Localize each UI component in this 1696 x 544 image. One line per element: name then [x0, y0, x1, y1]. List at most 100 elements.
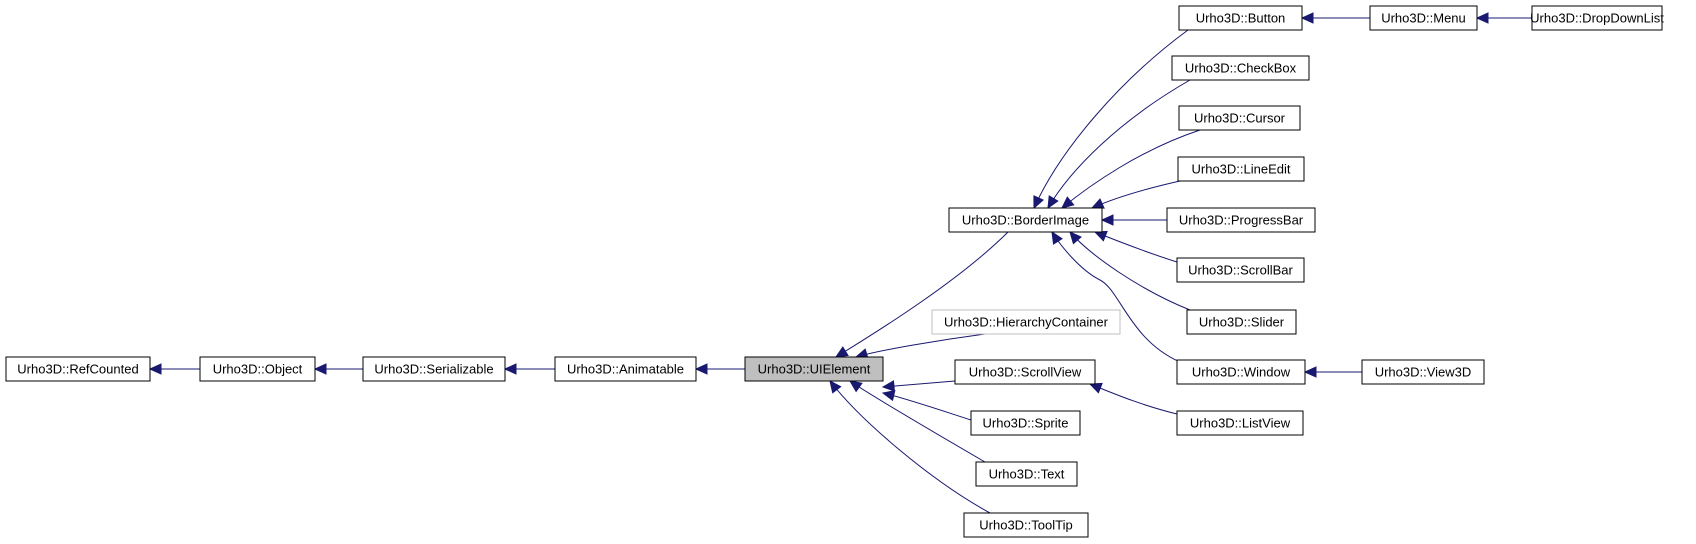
node-box	[1178, 105, 1301, 131]
edge-uielement-to-animatable	[694, 363, 745, 375]
class-node-listview[interactable]: Urho3D::ListView	[1176, 410, 1304, 436]
edge-progressbar-to-borderimage	[1100, 214, 1167, 226]
class-node-uielement: Urho3D::UIElement	[744, 356, 884, 382]
class-node-slider[interactable]: Urho3D::Slider	[1186, 309, 1297, 335]
edge-scrollview-to-uielement	[881, 380, 956, 392]
edge-line	[1047, 79, 1191, 209]
node-box	[554, 356, 697, 382]
class-node-window[interactable]: Urho3D::Window	[1176, 359, 1306, 385]
class-node-progressbar[interactable]: Urho3D::ProgressBar	[1166, 207, 1316, 233]
class-node-borderimage[interactable]: Urho3D::BorderImage	[948, 207, 1103, 233]
arrow-head-icon	[1033, 195, 1045, 210]
node-box	[931, 309, 1121, 335]
edge-line	[1069, 231, 1191, 311]
arrow-head-icon	[503, 363, 517, 375]
node-box	[970, 410, 1081, 436]
arrow-head-icon	[1093, 230, 1108, 242]
edge-line	[835, 231, 1009, 358]
node-label: Urho3D::ToolTip	[979, 518, 1072, 533]
class-node-button[interactable]: Urho3D::Button	[1178, 5, 1303, 31]
arrow-head-icon	[881, 380, 895, 392]
edge-borderimage-to-uielement	[834, 231, 1009, 358]
node-label: Urho3D::Text	[989, 467, 1065, 482]
edge-line	[1051, 231, 1181, 363]
node-label: Urho3D::Cursor	[1194, 111, 1286, 126]
node-label: Urho3D::ListView	[1190, 416, 1291, 431]
node-box	[1531, 5, 1663, 31]
node-label: Urho3D::Button	[1196, 11, 1286, 26]
arrow-head-icon	[834, 346, 849, 358]
class-node-cursor[interactable]: Urho3D::Cursor	[1178, 105, 1301, 131]
node-box	[1171, 55, 1310, 81]
class-node-view3d[interactable]: Urho3D::View3D	[1361, 359, 1485, 385]
arrow-head-icon	[148, 363, 162, 375]
node-box	[1361, 359, 1485, 385]
node-label: Urho3D::Menu	[1381, 11, 1466, 26]
class-node-lineedit[interactable]: Urho3D::LineEdit	[1177, 156, 1305, 182]
node-label: Urho3D::LineEdit	[1192, 162, 1291, 177]
node-box	[1176, 359, 1306, 385]
arrow-head-icon	[1475, 12, 1489, 24]
edge-animatable-to-serializable	[503, 363, 555, 375]
class-node-scrollview[interactable]: Urho3D::ScrollView	[954, 359, 1096, 385]
class-node-dropdownlist[interactable]: Urho3D::DropDownList	[1530, 5, 1664, 31]
node-box	[948, 207, 1103, 233]
class-node-menu[interactable]: Urho3D::Menu	[1369, 5, 1478, 31]
class-node-hierarchycontainer[interactable]: Urho3D::HierarchyContainer	[931, 309, 1121, 335]
arrow-head-icon	[1088, 382, 1103, 394]
edges-layer	[148, 12, 1532, 514]
edge-view3d-to-window	[1303, 366, 1362, 378]
edge-serializable-to-object	[313, 363, 363, 375]
arrow-head-icon	[1061, 196, 1075, 209]
class-node-text[interactable]: Urho3D::Text	[975, 461, 1078, 487]
edge-dropdownlist-to-menu	[1475, 12, 1532, 24]
node-label: Urho3D::Slider	[1199, 315, 1285, 330]
node-box	[744, 356, 884, 382]
arrow-head-icon	[1047, 195, 1059, 210]
node-box	[362, 356, 506, 382]
node-label: Urho3D::HierarchyContainer	[944, 315, 1109, 330]
arrow-head-icon	[313, 363, 327, 375]
arrow-head-icon	[849, 380, 863, 393]
edge-line	[1089, 383, 1178, 415]
arrow-head-icon	[1069, 231, 1082, 245]
node-box	[1178, 5, 1303, 31]
arrow-head-icon	[694, 363, 708, 375]
arrow-head-icon	[829, 380, 842, 394]
node-box	[1176, 410, 1304, 436]
node-box	[1369, 5, 1478, 31]
node-box	[1176, 257, 1305, 283]
class-node-checkbox[interactable]: Urho3D::CheckBox	[1171, 55, 1310, 81]
node-box	[199, 356, 316, 382]
edge-line	[829, 380, 991, 514]
arrow-head-icon	[1300, 12, 1314, 24]
arrow-head-icon	[1100, 214, 1114, 226]
edge-line	[882, 392, 972, 421]
edge-line	[849, 380, 986, 463]
class-node-refcounted[interactable]: Urho3D::RefCounted	[5, 356, 151, 382]
edge-listview-to-scrollview	[1088, 382, 1178, 415]
node-label: Urho3D::BorderImage	[962, 213, 1089, 228]
class-node-serializable[interactable]: Urho3D::Serializable	[362, 356, 506, 382]
edge-sprite-to-uielement	[881, 389, 972, 421]
node-label: Urho3D::View3D	[1375, 365, 1472, 380]
edge-scrollbar-to-borderimage	[1093, 230, 1178, 263]
class-node-animatable[interactable]: Urho3D::Animatable	[554, 356, 697, 382]
edge-tooltip-to-uielement	[829, 380, 991, 514]
node-box	[5, 356, 151, 382]
arrow-head-icon	[1051, 230, 1063, 245]
node-label: Urho3D::UIElement	[758, 362, 871, 377]
node-label: Urho3D::DropDownList	[1530, 11, 1664, 26]
node-label: Urho3D::Serializable	[374, 362, 493, 377]
node-label: Urho3D::Window	[1192, 365, 1291, 380]
edge-line	[1061, 129, 1201, 209]
edge-hierarchycontainer-to-uielement	[854, 333, 986, 360]
class-node-scrollbar[interactable]: Urho3D::ScrollBar	[1176, 257, 1305, 283]
node-label: Urho3D::Object	[213, 362, 303, 377]
class-node-sprite[interactable]: Urho3D::Sprite	[970, 410, 1081, 436]
class-node-tooltip[interactable]: Urho3D::ToolTip	[963, 512, 1089, 538]
class-node-object[interactable]: Urho3D::Object	[199, 356, 316, 382]
edge-line	[1094, 231, 1178, 263]
